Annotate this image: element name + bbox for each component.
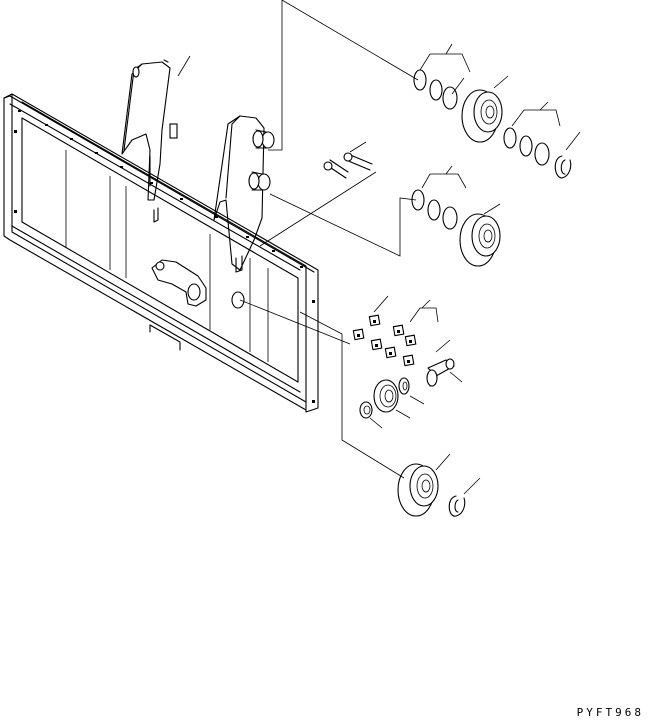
side-bearing	[373, 379, 399, 413]
left-upright-plate	[121, 59, 178, 201]
square-plates	[352, 314, 417, 367]
bolt-pair	[323, 152, 373, 179]
assembly-lines	[177, 0, 581, 495]
carriage-frame	[3, 93, 319, 413]
upper-shims	[413, 69, 458, 110]
side-pin	[426, 358, 455, 387]
side-washer	[398, 377, 410, 395]
side-snap-ring	[359, 401, 373, 419]
middle-shims	[411, 189, 458, 230]
lower-snap-ring	[448, 495, 466, 517]
upper-shims-outer	[503, 127, 550, 166]
lower-roller	[397, 463, 439, 517]
right-upright-plate	[153, 115, 275, 273]
center-bracket	[151, 259, 245, 309]
drawing-code: PYFT968	[576, 706, 644, 719]
upper-snap-ring	[554, 155, 572, 179]
upper-roller	[461, 89, 503, 143]
middle-roller	[459, 213, 501, 267]
frame-slots	[14, 110, 315, 403]
